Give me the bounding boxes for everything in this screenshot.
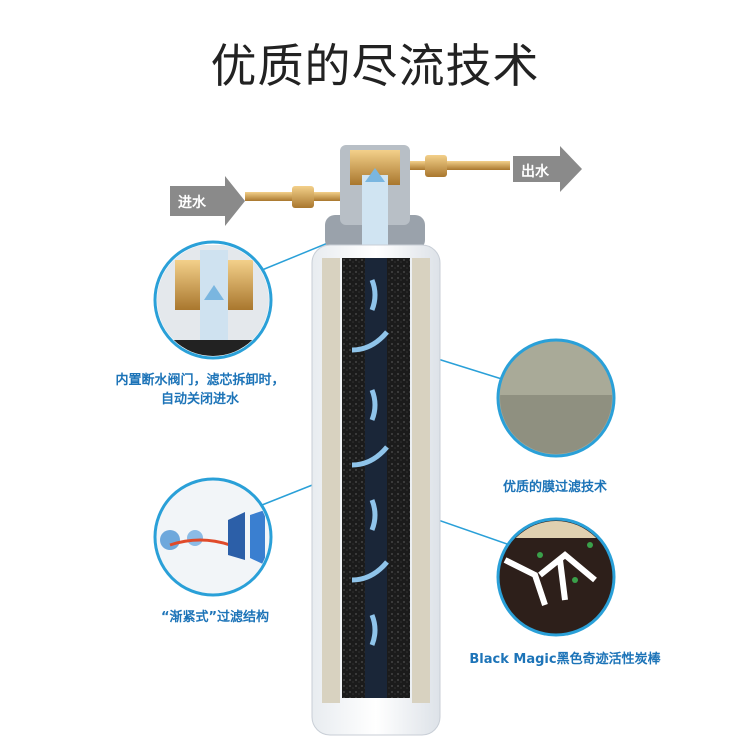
flow-arrows [351, 279, 389, 646]
carbon-detail-circle [496, 517, 616, 637]
outlet-arrow [513, 146, 582, 192]
inlet-arrow [170, 176, 245, 226]
gradient-callout-label: “渐紧式”过滤结构 [160, 610, 270, 625]
valve-callout-line1: 内置断水阀门，滤芯拆卸时， [115, 373, 285, 388]
carbon-callout-label: Black Magic黑色奇迹活性炭棒 [469, 652, 661, 667]
membrane-callout-label: 优质的膜过滤技术 [502, 480, 607, 495]
membrane-detail-circle [496, 338, 616, 458]
outlet-label: 出水 [521, 164, 549, 180]
membrane-left [322, 258, 340, 703]
valve-callout-line2: 自动关闭进水 [160, 392, 239, 407]
outlet-pipe [410, 161, 510, 170]
inlet-label: 进水 [178, 195, 206, 211]
membrane-right [412, 258, 430, 703]
gradient-detail-circle [153, 477, 273, 597]
page-title: 优质的尽流技术 [210, 39, 540, 93]
valve-detail-circle [153, 240, 273, 360]
valve-callout-label: 内置断水阀门，滤芯拆卸时， 自动关闭进水 [100, 371, 300, 409]
